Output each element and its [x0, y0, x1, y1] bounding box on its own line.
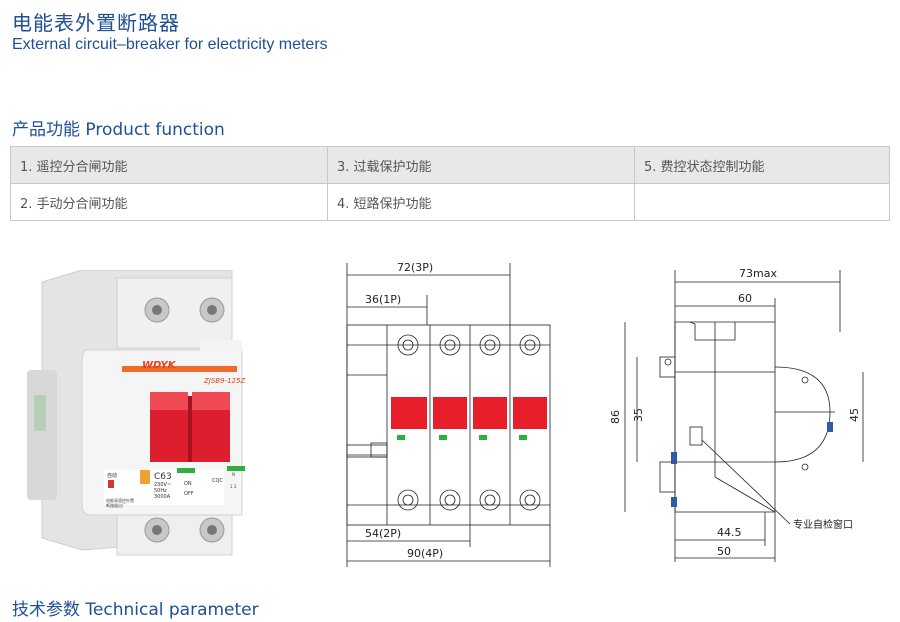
svg-text:50Hz: 50Hz: [154, 488, 167, 494]
dim-44-5: 44.5: [717, 526, 742, 539]
svg-text:CQC: CQC: [212, 478, 223, 484]
page-title-en: External circuit–breaker for electricity…: [12, 36, 328, 53]
dim-73max: 73max: [739, 267, 777, 280]
table-cell: 4. 短路保护功能: [327, 183, 635, 221]
svg-text:断路器出厂: 断路器出厂: [106, 502, 126, 508]
svg-text:N: N: [232, 472, 235, 477]
function-table: 1. 遥控分合闸功能 3. 过载保护功能 5. 费控状态控制功能 2. 手动分合…: [10, 146, 890, 221]
svg-text:1: 1: [230, 484, 233, 489]
dim-54-2p: 54(2P): [365, 527, 401, 540]
svg-text:3000A: 3000A: [154, 494, 171, 500]
svg-text:电能表遥控外置: 电能表遥控外置: [106, 497, 134, 503]
dim-90-4p: 90(4P): [407, 547, 443, 560]
rating-label: C63: [154, 472, 172, 482]
dim-72-3p: 72(3P): [397, 261, 433, 274]
section-title-technical-parameter: 技术参数 Technical parameter: [12, 600, 259, 620]
svg-text:自动: 自动: [107, 472, 117, 479]
svg-text:230V~: 230V~: [154, 482, 171, 488]
table-cell: 2. 手动分合闸功能: [10, 183, 328, 221]
product-image-breaker: WDYK ZJSB9-125Z 自动 C63 230V~ 50Hz 3000A …: [27, 270, 245, 556]
dim-60: 60: [738, 292, 752, 305]
side-dimension-drawing: 73max 60 86 35 45 44.5 50 专业自检窗口: [609, 267, 864, 562]
svg-text:ON: ON: [184, 481, 192, 487]
table-row: 2. 手动分合闸功能 4. 短路保护功能: [10, 183, 890, 221]
dim-35: 35: [632, 408, 645, 422]
table-cell: 1. 遥控分合闸功能: [10, 146, 328, 184]
dim-45: 45: [848, 408, 861, 422]
page-title-cn: 电能表外置断路器: [12, 11, 180, 35]
table-cell: [634, 183, 890, 221]
dim-50: 50: [717, 545, 731, 558]
brand-stripe: [122, 366, 237, 372]
dim-36-1p: 36(1P): [365, 293, 401, 306]
section-title-product-function: 产品功能 Product function: [12, 120, 225, 140]
svg-text:2: 2: [234, 484, 237, 489]
table-cell: 5. 费控状态控制功能: [634, 146, 890, 184]
svg-text:OFF: OFF: [184, 491, 194, 497]
dim-86: 86: [609, 410, 622, 424]
model-label: ZJSB9-125Z: [203, 377, 245, 385]
table-row: 1. 遥控分合闸功能 3. 过载保护功能 5. 费控状态控制功能: [10, 146, 890, 184]
table-cell: 3. 过载保护功能: [327, 146, 635, 184]
brand-logo: WDYK: [142, 360, 177, 371]
self-check-window-label: 专业自检窗口: [793, 518, 853, 531]
front-dimension-drawing: 72(3P) 36(1P) 54(2P) 90(4P): [346, 261, 551, 567]
